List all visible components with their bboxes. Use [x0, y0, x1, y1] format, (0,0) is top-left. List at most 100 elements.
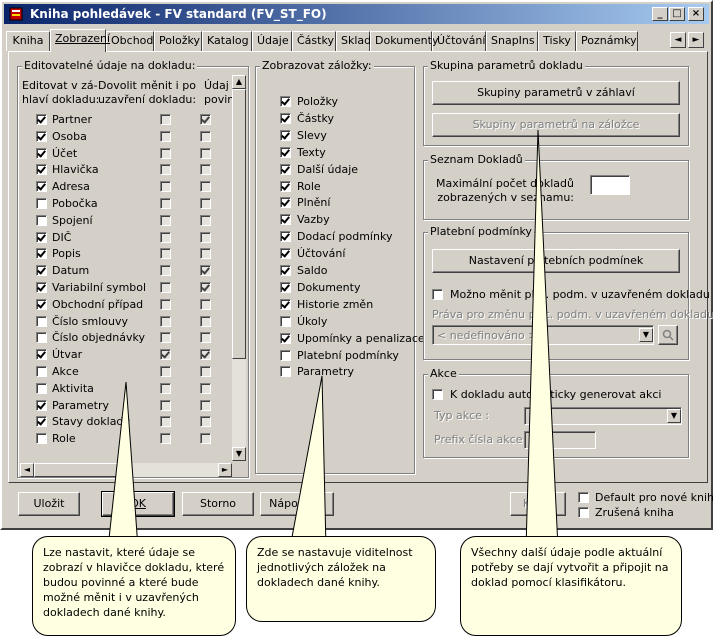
field-required-checkbox[interactable] — [200, 181, 211, 193]
field-required-checkbox[interactable] — [200, 366, 211, 377]
close-button[interactable]: × — [688, 7, 704, 21]
maximize-button[interactable]: □ — [669, 7, 685, 21]
field-edit-checkbox[interactable] — [36, 265, 47, 277]
visible-tab-checkbox[interactable] — [280, 214, 291, 226]
field-edit-checkbox[interactable] — [36, 315, 47, 327]
field-edit-checkbox[interactable] — [36, 332, 47, 344]
field-edit-checkbox[interactable] — [36, 399, 47, 411]
field-allow-checkbox[interactable] — [160, 248, 171, 260]
field-required-checkbox[interactable] — [200, 433, 211, 445]
field-edit-checkbox[interactable] — [36, 181, 47, 193]
scroll-up-icon[interactable]: ▲ — [232, 75, 246, 89]
tab-0[interactable]: Kniha — [6, 31, 50, 51]
visible-tab-checkbox[interactable] — [280, 96, 291, 107]
visible-tab-checkbox[interactable] — [280, 315, 291, 327]
tab-1[interactable]: Zobrazení — [50, 29, 110, 52]
visible-tab-checkbox[interactable] — [280, 248, 291, 260]
visible-tab-checkbox[interactable] — [280, 129, 291, 141]
visible-tab-checkbox[interactable] — [280, 281, 291, 293]
field-allow-checkbox[interactable] — [160, 214, 171, 226]
action-type-select[interactable]: ▼ — [524, 407, 682, 425]
default-new-books-checkbox[interactable] — [578, 492, 589, 503]
tab-11[interactable]: Tisky — [538, 31, 576, 51]
field-required-checkbox[interactable] — [200, 265, 211, 277]
cancelled-book-checkbox[interactable] — [578, 507, 589, 518]
field-required-checkbox[interactable] — [200, 416, 211, 428]
max-docs-input[interactable] — [590, 175, 630, 195]
field-edit-checkbox[interactable] — [36, 130, 47, 142]
visible-tab-checkbox[interactable] — [280, 146, 291, 158]
field-allow-checkbox[interactable] — [160, 198, 171, 209]
field-allow-checkbox[interactable] — [160, 164, 171, 176]
tab-9[interactable]: Účtování — [432, 31, 486, 51]
cancel-button[interactable]: Storno — [182, 492, 254, 516]
minimize-button[interactable]: _ — [652, 7, 668, 21]
field-allow-checkbox[interactable] — [160, 265, 171, 277]
save-button[interactable]: Uložit — [18, 492, 80, 516]
visible-tab-checkbox[interactable] — [280, 366, 291, 378]
tab-scroll-right[interactable]: ► — [688, 32, 704, 48]
tab-3[interactable]: Položky — [154, 31, 202, 51]
tab-10[interactable]: SnapIns — [486, 31, 538, 51]
field-edit-checkbox[interactable] — [36, 147, 47, 159]
auto-action-checkbox[interactable] — [432, 389, 443, 400]
visible-tab-checkbox[interactable] — [280, 112, 291, 124]
tab-7[interactable]: Sklad — [336, 31, 371, 51]
field-edit-checkbox[interactable] — [36, 366, 47, 377]
rights-browse-button[interactable] — [658, 325, 678, 345]
tab-8[interactable]: Dokumenty — [370, 31, 438, 51]
field-allow-checkbox[interactable] — [160, 315, 171, 327]
field-required-checkbox[interactable] — [200, 147, 211, 159]
field-required-checkbox[interactable] — [200, 198, 211, 209]
field-required-checkbox[interactable] — [200, 214, 211, 226]
field-required-checkbox[interactable] — [200, 164, 211, 176]
field-allow-checkbox[interactable] — [160, 181, 171, 193]
field-allow-checkbox[interactable] — [160, 332, 171, 344]
tab-scroll-left[interactable]: ◄ — [670, 32, 686, 48]
field-required-checkbox[interactable] — [200, 298, 211, 310]
chevron-down-icon[interactable]: ▼ — [667, 409, 681, 423]
field-allow-checkbox[interactable] — [160, 114, 171, 125]
visible-tab-checkbox[interactable] — [280, 332, 291, 344]
field-allow-checkbox[interactable] — [160, 130, 171, 142]
field-edit-checkbox[interactable] — [36, 214, 47, 226]
visible-tab-checkbox[interactable] — [280, 265, 291, 276]
field-required-checkbox[interactable] — [200, 231, 211, 243]
visible-tab-checkbox[interactable] — [280, 180, 291, 192]
field-allow-checkbox[interactable] — [160, 399, 171, 411]
tab-5[interactable]: Údaje — [252, 31, 292, 51]
field-edit-checkbox[interactable] — [36, 198, 47, 209]
field-edit-checkbox[interactable] — [36, 298, 47, 310]
field-required-checkbox[interactable] — [200, 315, 211, 327]
field-allow-checkbox[interactable] — [160, 282, 171, 293]
payment-terms-button[interactable]: Nastavení platebních podmínek — [432, 249, 680, 273]
visible-tab-checkbox[interactable] — [280, 298, 291, 310]
field-edit-checkbox[interactable] — [36, 416, 47, 428]
field-edit-checkbox[interactable] — [36, 282, 47, 293]
field-required-checkbox[interactable] — [200, 349, 211, 361]
field-allow-checkbox[interactable] — [160, 433, 171, 445]
field-edit-checkbox[interactable] — [36, 349, 47, 361]
field-allow-checkbox[interactable] — [160, 416, 171, 428]
field-required-checkbox[interactable] — [200, 130, 211, 142]
header-params-button[interactable]: Skupiny parametrů v záhlaví — [432, 81, 680, 105]
field-edit-checkbox[interactable] — [36, 114, 47, 125]
field-edit-checkbox[interactable] — [36, 382, 47, 394]
tab-12[interactable]: Poznámky — [576, 31, 638, 51]
visible-tab-checkbox[interactable] — [280, 197, 291, 209]
field-required-checkbox[interactable] — [200, 332, 211, 344]
fields-vscrollbar[interactable]: ▲ ▼ — [232, 75, 246, 461]
scroll-thumb[interactable] — [232, 89, 246, 359]
tab-4[interactable]: Katalog — [202, 31, 252, 51]
field-edit-checkbox[interactable] — [36, 164, 47, 176]
scroll-left-icon[interactable]: ◄ — [20, 463, 34, 477]
field-allow-checkbox[interactable] — [160, 366, 171, 377]
field-edit-checkbox[interactable] — [36, 433, 47, 445]
field-allow-checkbox[interactable] — [160, 231, 171, 243]
visible-tab-checkbox[interactable] — [280, 349, 291, 361]
chevron-down-icon[interactable]: ▼ — [639, 328, 653, 342]
field-edit-checkbox[interactable] — [36, 248, 47, 260]
field-required-checkbox[interactable] — [200, 114, 211, 125]
tab-2[interactable]: Obchod — [106, 31, 154, 51]
field-required-checkbox[interactable] — [200, 282, 211, 293]
